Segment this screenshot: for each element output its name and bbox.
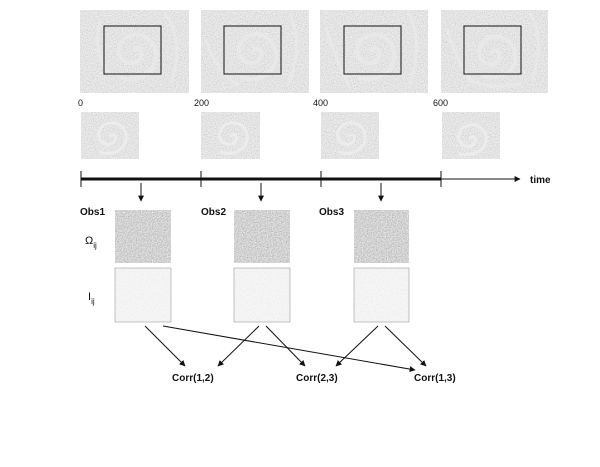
- intensity-map-obs1: [115, 268, 171, 322]
- tick-label-400: 400: [313, 98, 328, 108]
- intensity-map-obs2: [234, 268, 290, 322]
- snapshot-zoom-t0: [81, 112, 139, 159]
- obs3-label: Obs3: [319, 207, 344, 218]
- intensity-map-obs3: [354, 268, 409, 322]
- corr-1-2-label: Corr(1,2): [172, 373, 214, 384]
- omega-map-obs2: [234, 210, 290, 263]
- snapshot-zoom-t600: [442, 112, 500, 159]
- corr-2-3-label: Corr(2,3): [296, 373, 338, 384]
- snapshot-zoom-t400: [321, 112, 379, 159]
- corr-1-3-label: Corr(1,3): [414, 373, 456, 384]
- time-axis: [80, 171, 521, 187]
- omega-subscript: ij: [93, 241, 97, 250]
- correlation-arrows: [144, 325, 427, 373]
- obs2-label: Obs2: [201, 207, 226, 218]
- omega-symbol: Ω: [85, 235, 93, 247]
- obs1-label: Obs1: [80, 207, 105, 218]
- snapshot-zoom-t200: [201, 112, 260, 159]
- intensity-subscript: ij: [91, 297, 95, 306]
- intensity-row-label: Iij: [88, 291, 95, 306]
- snapshot-large-t200: [201, 10, 309, 93]
- snapshot-large-t600: [441, 10, 548, 93]
- snapshot-large-t0: [80, 10, 189, 93]
- snapshot-large-t400: [320, 10, 428, 93]
- omega-map-obs1: [115, 210, 171, 263]
- tick-label-200: 200: [194, 98, 209, 108]
- omega-map-obs3: [354, 210, 409, 263]
- time-axis-label: time: [530, 175, 551, 186]
- tick-label-600: 600: [433, 98, 448, 108]
- intensity-symbol: I: [88, 291, 91, 303]
- omega-row-label: Ωij: [85, 235, 97, 250]
- tick-label-0: 0: [78, 98, 83, 108]
